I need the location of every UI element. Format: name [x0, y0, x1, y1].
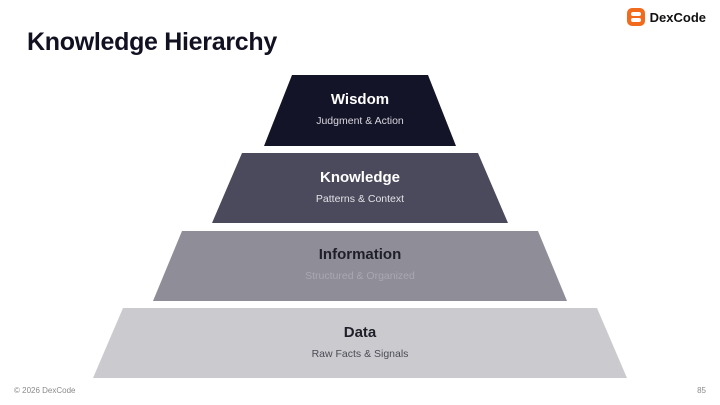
level-title: Knowledge	[319, 169, 400, 186]
dexcode-logo-icon	[626, 8, 645, 26]
brand: DexCode	[626, 8, 706, 26]
brand-name: DexCode	[649, 9, 706, 25]
level-title: Data	[343, 324, 377, 341]
level-information: Information Structured & Organized	[200, 246, 520, 283]
level-title: Wisdom	[330, 91, 390, 108]
pyramid-level-data	[93, 308, 627, 378]
level-subtitle: Raw Facts & Signals	[311, 348, 409, 360]
pyramid-level-wisdom	[264, 75, 456, 146]
level-wisdom: Wisdom Judgment & Action	[200, 91, 520, 128]
level-title: Information	[318, 246, 402, 263]
level-subtitle: Judgment & Action	[316, 115, 404, 127]
footer-copyright: © 2026 DexCode	[14, 386, 76, 395]
pyramid-level-information	[153, 231, 567, 301]
level-knowledge: Knowledge Patterns & Context	[200, 169, 520, 206]
level-data: Data Raw Facts & Signals	[200, 324, 520, 361]
page-number: 85	[697, 386, 706, 395]
level-subtitle: Patterns & Context	[315, 193, 405, 205]
level-subtitle: Structured & Organized	[305, 270, 415, 282]
slide-title: Knowledge Hierarchy	[27, 28, 277, 56]
pyramid-level-knowledge	[212, 153, 508, 223]
